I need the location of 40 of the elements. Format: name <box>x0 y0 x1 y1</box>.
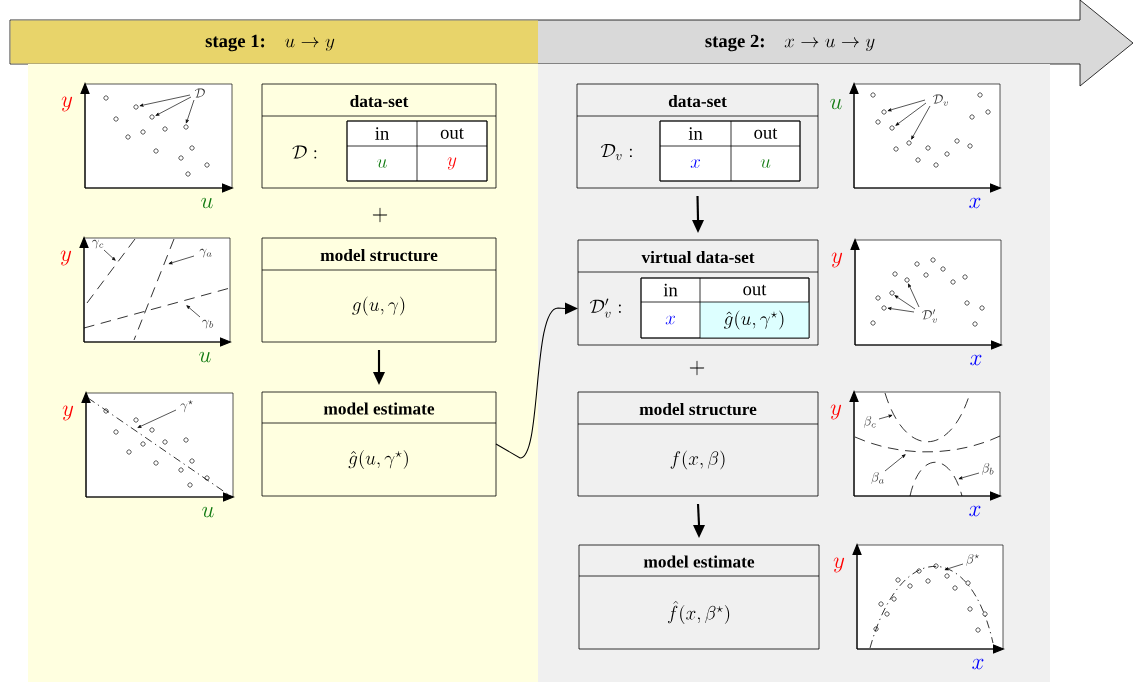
annotation: $\mathcal{D}_v$ <box>932 94 948 106</box>
annotation: $\beta^\star$ <box>966 553 980 566</box>
arrow <box>495 302 578 459</box>
axis-label: $y$ <box>61 96 73 112</box>
axis-label: $x$ <box>970 354 982 366</box>
annotation: $\mathcal{D}'_v$ <box>921 309 937 323</box>
axis-label: $x$ <box>969 505 981 517</box>
axis-label: $y$ <box>62 405 74 421</box>
axis-label: $y$ <box>60 250 72 266</box>
titled-box: model structure $f(x,\beta)$ <box>577 391 819 497</box>
annotation: $\beta_b$ <box>981 462 994 475</box>
arrow <box>692 196 704 233</box>
titled-box: model estimate $\hat{g}(u,\gamma^\star)$ <box>261 391 497 497</box>
arrow <box>373 350 385 385</box>
axis-label: $y$ <box>830 404 842 420</box>
stage-heading: stage 2: $x \to u \to y$ <box>705 34 875 52</box>
annotation: $\beta_a$ <box>871 471 884 484</box>
annotation: $\gamma_c$ <box>92 239 104 249</box>
axis-label: $u$ <box>199 351 211 363</box>
annotation: $\beta_c$ <box>863 415 876 428</box>
axis-label: $y$ <box>833 557 845 573</box>
plus-sign: $+$ <box>372 207 388 223</box>
annotation: $\gamma_b$ <box>202 319 214 329</box>
annotation: $\mathcal{D}$ <box>194 88 205 98</box>
axis-label: $u$ <box>830 98 842 110</box>
data-table: in out $x$ $\hat{g}(u,\gamma^\star)$ <box>640 277 810 339</box>
arrow <box>693 503 705 538</box>
titled-box: model structure $g(u,\gamma)$ <box>261 237 497 343</box>
titled-box: model estimate $\hat{f}(x,\beta^\star)$ <box>578 544 820 650</box>
axis-label: $x$ <box>969 197 981 209</box>
data-table: in out $u$ $y$ <box>346 120 488 182</box>
axis-label: $x$ <box>972 658 984 670</box>
axis-label: $u$ <box>202 506 214 518</box>
stage-heading: stage 1: $u \to y$ <box>205 34 335 52</box>
plus-sign: $+$ <box>689 360 705 376</box>
axis-label: $y$ <box>831 252 843 268</box>
annotation: $\gamma^\star$ <box>180 399 193 413</box>
annotation: $\gamma_a$ <box>199 248 212 258</box>
axis-label: $u$ <box>201 197 213 209</box>
data-table: in out $x$ $u$ <box>659 120 801 182</box>
